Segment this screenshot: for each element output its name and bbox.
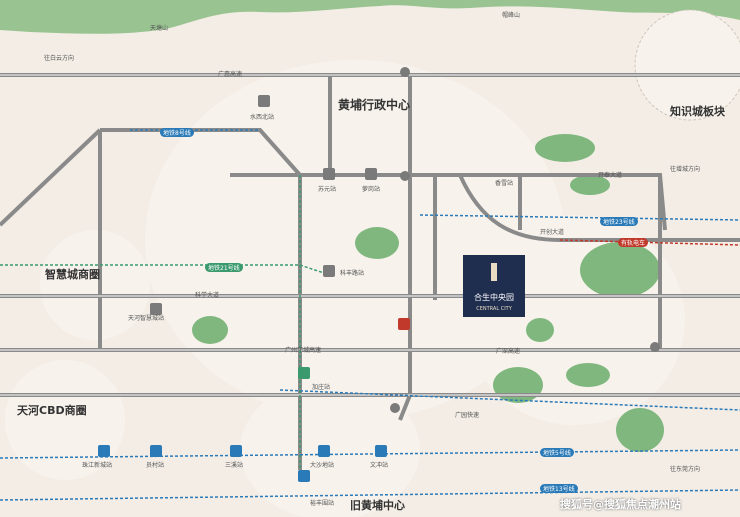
park-2 xyxy=(355,227,399,259)
highway-exit-icon xyxy=(390,67,660,413)
park-4 xyxy=(535,134,595,162)
top-mountain-area xyxy=(0,0,740,34)
station-sanxi[interactable]: 三溪站 xyxy=(225,462,244,469)
park-7 xyxy=(616,408,664,452)
park-8 xyxy=(570,175,610,195)
road-kaichuang: 开创大道 xyxy=(540,229,565,236)
knowledge-city-area xyxy=(634,9,740,121)
station-xiangxue[interactable]: 香雪站 xyxy=(495,180,514,187)
station-wenchong[interactable]: 文冲站 xyxy=(370,462,389,469)
station-dashadi[interactable]: 大沙地站 xyxy=(310,462,335,469)
station-yuancun[interactable]: 员村站 xyxy=(146,462,165,469)
metro-line-l21: 地铁21号线 xyxy=(205,263,243,272)
station-suyuan[interactable]: 苏元站 xyxy=(318,186,337,193)
road-guangshen-top: 广惠高速 xyxy=(218,71,243,78)
station-kexuecheng[interactable]: 科丰路站 xyxy=(340,270,365,277)
road-guangyuan: 广园快速 xyxy=(455,412,480,419)
road-guangshen: 广深高速 xyxy=(496,348,521,355)
road-guangzhou-ring: 广州环城高速 xyxy=(285,347,322,354)
station-luogang[interactable]: 萝岗站 xyxy=(362,186,381,193)
metro-network xyxy=(0,129,740,501)
metro-line-tram: 有轨电车 xyxy=(618,238,649,247)
project-name-en: CENTRAL CITY xyxy=(476,306,513,312)
district-huangpu-admin: 黄埔行政中心 xyxy=(338,98,411,112)
district-knowledge-city: 知识城板块 xyxy=(670,105,725,118)
station-shuixibei[interactable]: 水西北站 xyxy=(250,114,275,121)
watermark-text: 搜狐号@搜狐焦点潮州站 xyxy=(560,498,681,511)
central-area xyxy=(145,60,565,420)
direction-conghua: 往增城方向 xyxy=(670,166,701,173)
station-yuzhu[interactable]: 裕丰围站 xyxy=(310,500,335,507)
project-marker-icon[interactable] xyxy=(463,255,525,317)
tianhe-cbd-area xyxy=(5,360,125,480)
mountain-maoshan: 帽峰山 xyxy=(502,12,521,19)
station-jiazhuang[interactable]: 加庄站 xyxy=(312,384,331,391)
direction-dongguan: 往东莞方向 xyxy=(670,466,701,473)
road-kexue: 科学大道 xyxy=(195,292,220,299)
district-smart-city: 智慧城商圈 xyxy=(45,268,100,281)
project-name-cn: 合生中央园 xyxy=(474,292,514,302)
metro-station-icon[interactable] xyxy=(98,95,410,482)
smart-city-area xyxy=(40,230,150,340)
district-tianhe-cbd: 天河CBD商圈 xyxy=(17,404,87,417)
park-3 xyxy=(493,367,543,403)
road-kaitai: 开泰大道 xyxy=(598,172,623,179)
station-tianhe-smart[interactable]: 天河智慧城站 xyxy=(128,315,165,322)
metro-line-l5: 地铁5号线 xyxy=(540,448,574,457)
metro-line-l8: 地铁8号线 xyxy=(160,128,194,137)
metro-line-l23: 地铁23号线 xyxy=(600,217,638,226)
park-1 xyxy=(580,242,660,298)
park-5 xyxy=(566,363,610,387)
park-9 xyxy=(526,318,554,342)
direction-baiyun: 往白云方向 xyxy=(44,55,75,62)
park-6 xyxy=(192,316,228,344)
station-zhujiang[interactable]: 珠江新城站 xyxy=(82,462,113,469)
mountain-tiantang: 天塘山 xyxy=(150,25,169,32)
metro-line-l13: 地铁13号线 xyxy=(540,484,578,493)
district-old-huangpu: 旧黄埔中心 xyxy=(350,499,405,512)
